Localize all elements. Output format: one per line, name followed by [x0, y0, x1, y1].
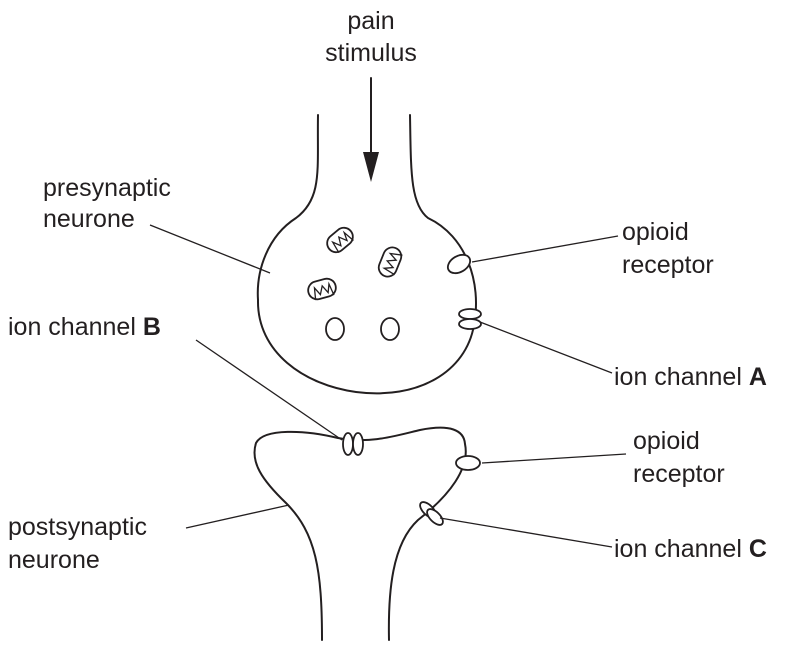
- opioid-receptor-presynaptic: [445, 251, 474, 277]
- postsynaptic-neurone-outline: [254, 428, 465, 640]
- vesicle: [381, 318, 399, 340]
- postsynaptic-label-line1: postsynaptic: [8, 513, 147, 541]
- mitochondrion: [376, 245, 404, 280]
- stimulus-label-line1: pain: [347, 7, 394, 35]
- opioid-receptor-top-line1: opioid: [622, 218, 689, 246]
- ion-channel-b-label: ion channel B: [8, 313, 161, 341]
- opioid-receptor-bottom-line1: opioid: [633, 427, 700, 455]
- vesicle: [326, 318, 344, 340]
- ion-channel-a-label: ion channel A: [614, 363, 767, 391]
- ion-channel-c-label: ion channel C: [614, 535, 767, 563]
- ion-channel-b: [343, 433, 363, 455]
- postsynaptic-label-line2: neurone: [8, 546, 100, 574]
- stimulus-label-line2: stimulus: [325, 39, 417, 67]
- mitochondrion: [323, 224, 356, 256]
- opioid-receptor-top-line2: receptor: [622, 251, 714, 279]
- opioid-receptor-bottom-line2: receptor: [633, 460, 725, 488]
- mitochondrion: [306, 277, 338, 302]
- stimulus-arrow: [363, 78, 379, 182]
- presynaptic-label-line2: neurone: [43, 205, 135, 233]
- ion-channel-a: [459, 309, 481, 329]
- opioid-receptor-postsynaptic: [456, 456, 480, 470]
- ion-channel-c: [417, 499, 445, 527]
- presynaptic-label-line1: presynaptic: [43, 174, 171, 202]
